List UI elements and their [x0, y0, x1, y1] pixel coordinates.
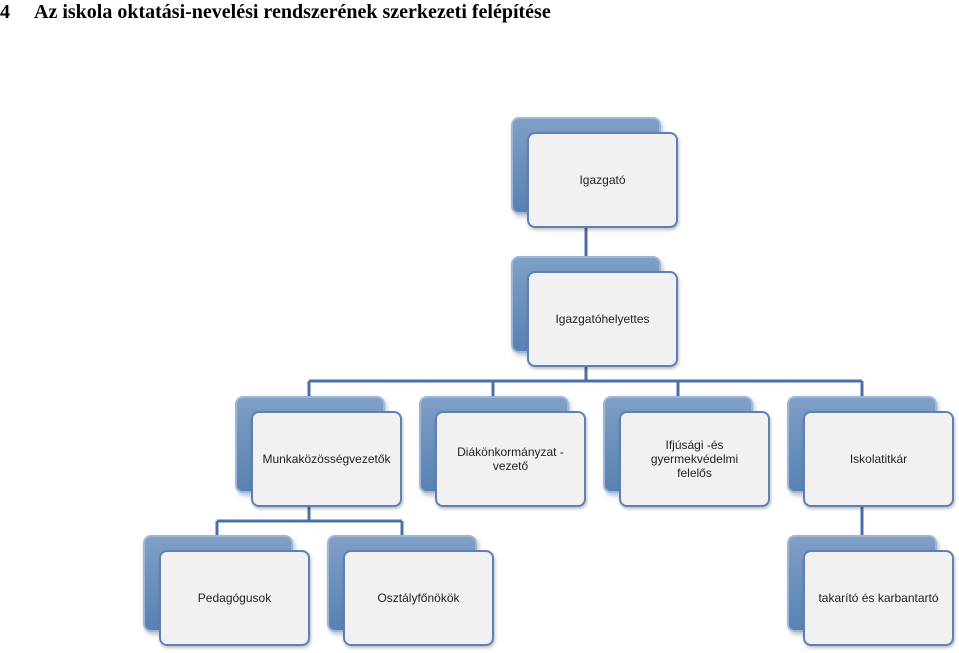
node-front: Pedagógusok	[159, 550, 310, 646]
node-front: Iskolatitkár	[803, 411, 954, 507]
node-label: Pedagógusok	[197, 591, 272, 605]
node-label: Munkaközösségvezetők	[262, 452, 391, 466]
node-igazgatohelyettes: Igazgatóhelyettes	[511, 256, 681, 369]
node-label: Osztályfőnökök	[377, 591, 460, 605]
node-iskolatitkar: Iskolatitkár	[787, 396, 957, 509]
node-front: Igazgatóhelyettes	[527, 271, 678, 367]
node-front: Osztályfőnökök	[343, 550, 494, 646]
node-front: takarító és karbantartó	[803, 550, 954, 646]
node-label: Ifjúsági -és gyermekvédelmi felelős	[650, 438, 739, 480]
node-diakonkormanyzat: Diákönkormányzat - vezető	[419, 396, 589, 509]
node-ifjusagi: Ifjúsági -és gyermekvédelmi felelős	[603, 396, 773, 509]
section-heading: 4 Az iskola oktatási-nevelési rendszeréne…	[0, 0, 940, 26]
node-munkakozossegvezetok: Munkaközösségvezetők	[235, 396, 405, 509]
node-front: Ifjúsági -és gyermekvédelmi felelős	[619, 411, 770, 507]
node-front: Diákönkormányzat - vezető	[435, 411, 586, 507]
section-title: Az iskola oktatási-nevelési rendszerének…	[34, 1, 551, 23]
node-label: Iskolatitkár	[849, 452, 908, 466]
node-pedagogusok: Pedagógusok	[143, 535, 313, 648]
node-label: takarító és karbantartó	[818, 591, 939, 605]
node-front: Munkaközösségvezetők	[251, 411, 402, 507]
node-osztalyfonokok: Osztályfőnökök	[327, 535, 497, 648]
node-igazgato: Igazgató	[511, 117, 681, 230]
node-takarito: takarító és karbantartó	[787, 535, 957, 648]
node-label: Diákönkormányzat - vezető	[457, 445, 564, 473]
node-front: Igazgató	[527, 132, 678, 228]
node-label: Igazgatóhelyettes	[555, 312, 650, 326]
section-number: 4	[0, 1, 10, 23]
node-label: Igazgató	[579, 173, 626, 187]
